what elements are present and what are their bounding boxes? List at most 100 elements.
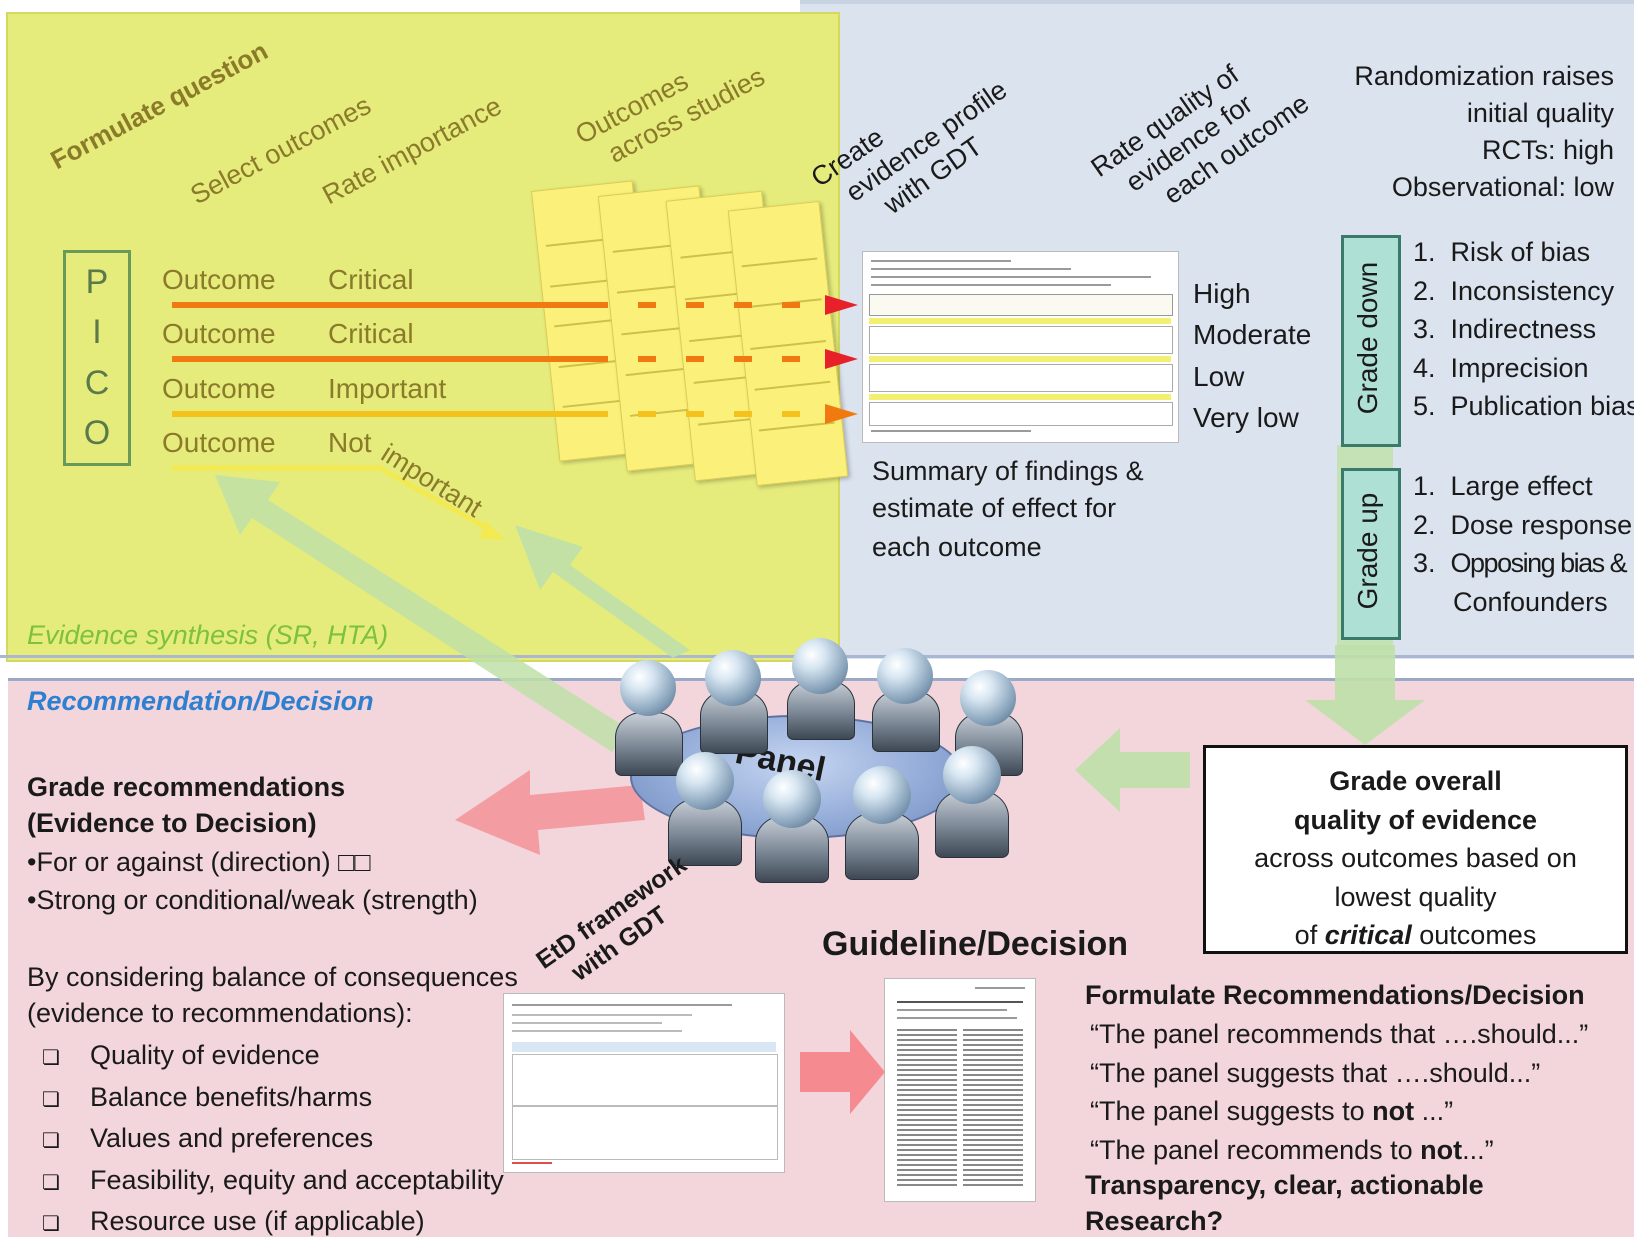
green-arrow-diagonal-short — [515, 525, 690, 658]
evidence-profile-table — [862, 251, 1179, 443]
green-arrow-diagonal-long — [215, 475, 630, 752]
red-arrow-left — [455, 770, 645, 855]
checkbox-icon: ❏ — [42, 1130, 60, 1152]
grade-down-num-5: 5. — [1413, 391, 1451, 421]
checkbox-icon: ❏ — [42, 1088, 60, 1111]
grade-down-item-1: Risk of bias — [1450, 237, 1591, 267]
transparency-text: Transparency, clear, actionable — [1085, 1170, 1484, 1200]
panel-member-head — [960, 670, 1016, 726]
summary-line3: each outcome — [872, 532, 1042, 562]
rec-bullet-1: •For or against (direction) □□ — [27, 847, 371, 878]
quality-level-low: Low — [1193, 361, 1245, 392]
outcome-4-name: Outcome — [162, 427, 276, 458]
considering-line1: By considering balance of consequences — [27, 962, 518, 992]
quality-level-moderate: Moderate — [1193, 319, 1312, 350]
summary-line1: Summary of findings & — [872, 456, 1144, 486]
evidence-synthesis-label: Evidence synthesis (SR, HTA) — [27, 620, 389, 650]
quote-4-bold: not — [1420, 1134, 1463, 1165]
pico-o: O — [83, 414, 111, 453]
panel-member-head — [943, 746, 1001, 804]
formulate-recommendations-title: Formulate Recommendations/Decision — [1085, 980, 1585, 1010]
overall-line4: lowest quality — [1334, 881, 1497, 912]
grade-up-num-3: 3. — [1413, 548, 1451, 578]
outcome-3-name: Outcome — [162, 373, 276, 404]
grade-up-item-1: Large effect — [1450, 471, 1593, 501]
green-arrow-left — [1075, 728, 1190, 812]
grade-down-item-3: Indirectness — [1450, 314, 1597, 344]
grade-up-item-4: Confounders — [1453, 586, 1608, 617]
outcome-3-importance: Important — [328, 373, 447, 404]
grade-down-num-2: 2. — [1413, 275, 1451, 306]
consideration-checklist: ❏Quality of evidence ❏Balance benefits/h… — [42, 1036, 504, 1244]
grade-recommendations-title2: (Evidence to Decision) — [27, 808, 317, 838]
panel-member-body — [615, 712, 683, 776]
quality-level-very-low: Very low — [1193, 402, 1299, 433]
summary-line2: estimate of effect for — [872, 493, 1117, 523]
outcome-arrow-3 — [825, 404, 858, 424]
quote-4: “The panel recommends to not...” — [1090, 1131, 1588, 1170]
randomization-line2: initial quality — [1466, 98, 1614, 128]
checklist-item-4: Feasibility, equity and acceptability — [90, 1164, 504, 1195]
quote-1-pre: “The panel recommends that ….should...” — [1090, 1019, 1589, 1049]
panel-member-head — [792, 638, 848, 694]
checklist-item-5: Resource use (if applicable) — [90, 1206, 425, 1236]
quote-3-pre: “The panel suggests to — [1090, 1096, 1373, 1126]
outcome-line-4 — [172, 465, 492, 533]
panel-member-head — [676, 752, 734, 810]
checkbox-icon: ❏ — [42, 1047, 60, 1069]
rec-bullet-2-text: Strong or conditional/weak (strength) — [36, 885, 478, 915]
outcome-2-importance: Critical — [328, 318, 414, 349]
overall-line3: across outcomes based on — [1254, 843, 1577, 873]
panel-member-head — [705, 650, 761, 706]
quote-1: “The panel recommends that ….should...” — [1090, 1015, 1588, 1054]
randomization-line4: Observational: low — [1391, 172, 1614, 202]
panel-member-head — [763, 770, 821, 828]
overall-line5-em: critical — [1324, 920, 1412, 950]
grade-up-num-1: 1. — [1413, 471, 1451, 501]
outcome-2-name: Outcome — [162, 318, 276, 349]
outcome-4-importance: Not — [328, 427, 372, 458]
outcome-1-name: Outcome — [162, 264, 276, 295]
overall-line1: Grade overall — [1329, 766, 1502, 796]
recommendation-label: Recommendation/Decision — [27, 686, 374, 716]
outcome-lines — [172, 295, 858, 540]
recommendation-quotes: “The panel recommends that ….should...” … — [1090, 1015, 1588, 1169]
checkbox-icon: ❏ — [42, 1213, 60, 1235]
research-text: Research? — [1085, 1206, 1224, 1236]
quote-3-post: ...” — [1414, 1096, 1454, 1126]
guideline-document — [884, 978, 1036, 1202]
randomization-text: Randomization raises initial quality RCT… — [1330, 58, 1614, 206]
etd-framework-document — [503, 993, 785, 1173]
quote-2-pre: “The panel suggests that ….should...” — [1090, 1057, 1541, 1088]
rec-bullet-2: •Strong or conditional/weak (strength) — [27, 885, 478, 916]
overall-line5-post: outcomes — [1411, 920, 1537, 950]
grade-down-box — [1341, 235, 1401, 447]
checklist-item-3: Values and preferences — [90, 1123, 374, 1153]
grade-overall-box: Grade overall quality of evidence across… — [1203, 745, 1628, 954]
pico-c: C — [84, 363, 110, 402]
randomization-line3: RCTs: high — [1481, 135, 1614, 165]
quote-3-bold: not — [1372, 1096, 1415, 1126]
checkbox-icon: ❏ — [42, 1171, 60, 1194]
outcome-1-importance: Critical — [328, 264, 414, 295]
grade-down-num-1: 1. — [1413, 237, 1451, 267]
green-arrow-down — [1305, 645, 1425, 745]
panel-member-head — [620, 660, 676, 716]
rec-bullet-1-text: For or against (direction) □□ — [36, 847, 371, 877]
pico-i: I — [92, 313, 102, 352]
pico-box: P I C O — [63, 250, 131, 466]
quote-2: “The panel suggests that ….should...” — [1090, 1054, 1588, 1093]
checklist-item-2: Balance benefits/harms — [90, 1081, 373, 1112]
overall-line5-pre: of — [1294, 920, 1325, 950]
outcome-arrow-2 — [825, 349, 858, 369]
panel-member-head — [877, 648, 933, 704]
grade-down-list: 1. Risk of bias 2. Inconsistency 3. Indi… — [1413, 233, 1634, 426]
guideline-decision-title: Guideline/Decision — [822, 925, 1129, 963]
grade-up-item-3: Opposing bias & — [1450, 548, 1628, 578]
outcome-arrow-4 — [480, 520, 505, 540]
bullet-dot-2: • — [27, 885, 37, 915]
quality-level-high: High — [1193, 278, 1251, 309]
pico-p: P — [85, 262, 109, 301]
grade-up-num-2: 2. — [1413, 509, 1451, 540]
grade-up-box — [1341, 468, 1401, 640]
